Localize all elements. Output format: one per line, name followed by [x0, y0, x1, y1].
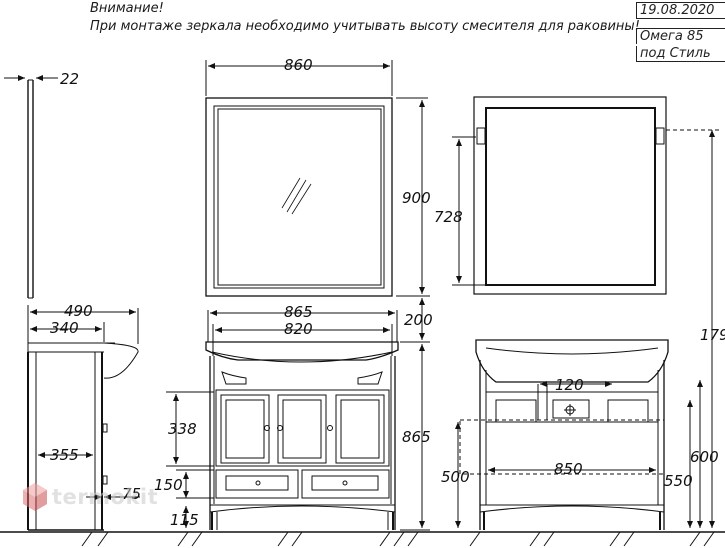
dim-inner-width: 850	[554, 460, 583, 478]
dim-mirror-height: 900	[402, 189, 431, 207]
dim-cabinet-depth-total: 490	[64, 302, 93, 320]
dim-cabinet-width: 820	[284, 320, 313, 338]
notice-title: Внимание!	[90, 1, 164, 16]
hexagon-cube-icon	[23, 483, 47, 511]
watermark-brand: termokit	[52, 485, 159, 509]
cabinet-back-view	[455, 129, 722, 530]
dim-mirror-mount-spacing: 728	[434, 208, 463, 226]
dim-cabinet-depth-body: 340	[50, 319, 79, 337]
dim-total-mount-height: 1790	[700, 326, 725, 344]
mirror-back-view	[452, 96, 667, 295]
dim-mirror-width: 860	[284, 56, 313, 74]
dim-side-height-550: 550	[664, 472, 693, 490]
stamp-model-line1: Омега 85	[636, 28, 725, 44]
mirror-front-view	[205, 60, 428, 297]
dim-gap-above-sink: 200	[404, 311, 433, 329]
dim-side-height-600: 600	[690, 448, 719, 466]
dim-plinth-depth: 75	[122, 485, 141, 503]
dim-sink-width: 865	[284, 303, 313, 321]
mirror-side-view	[4, 75, 58, 299]
dim-door-height: 338	[168, 420, 197, 438]
dim-cabinet-height: 865	[402, 428, 431, 446]
stamp-date: 19.08.2020	[636, 2, 725, 19]
floor-line	[0, 531, 725, 547]
dim-drawer-height: 150	[154, 476, 183, 494]
stamp-model-line2: под Стиль	[636, 46, 725, 62]
dim-rear-height: 500	[441, 468, 470, 486]
cabinet-front-view	[166, 295, 430, 531]
dim-inner-depth: 355	[50, 446, 79, 464]
dim-leg-height: 115	[170, 511, 199, 529]
dim-mirror-side-depth: 22	[60, 70, 79, 88]
dim-tap-spacing: 120	[555, 376, 584, 394]
watermark: termokit	[22, 482, 158, 512]
notice-text: При монтаже зеркала необходимо учитывать…	[90, 19, 640, 34]
